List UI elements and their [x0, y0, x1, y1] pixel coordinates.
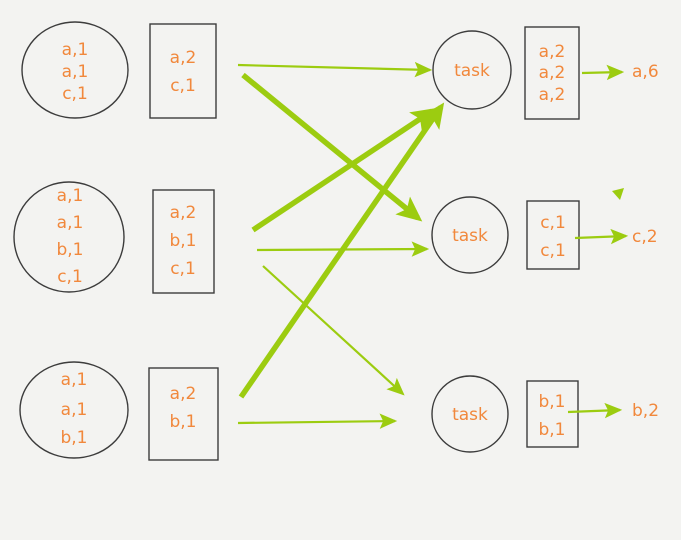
output-label-3: b,2	[632, 401, 659, 421]
combiner-box-3	[148, 367, 219, 461]
input-2-line-1: a,1	[57, 186, 84, 206]
input-circle-1	[21, 21, 129, 119]
reduce-1-line-1: a,2	[539, 42, 566, 62]
combiner-2-line-3: c,1	[170, 259, 196, 279]
output-label-2: c,2	[632, 227, 658, 247]
combiner-box-2	[152, 189, 215, 294]
input-circle-1-text: a,1 a,1 c,1	[62, 40, 89, 104]
input-2-line-2: a,1	[57, 213, 84, 233]
combiner-box-1	[149, 23, 217, 119]
task-label-3: task	[452, 405, 488, 425]
reduce-box-1-text: a,2 a,2 a,2	[539, 42, 566, 105]
task-circle-3	[431, 375, 509, 453]
combiner-1-line-1: a,2	[170, 48, 197, 68]
reduce-box-3-text: b,1 b,1	[538, 392, 565, 440]
combiner-1-line-2: c,1	[170, 76, 196, 96]
input-2-line-4: c,1	[57, 267, 83, 287]
task-label-2: task	[452, 226, 488, 246]
task-label-1: task	[454, 61, 490, 81]
input-3-line-2: a,1	[61, 400, 88, 420]
edge-combiner3-task3	[237, 413, 398, 429]
reduce-1-line-3: a,2	[539, 85, 566, 105]
edge-combiner3-task1	[238, 102, 445, 399]
output-edge-1	[581, 64, 625, 81]
combiner-3-line-2: b,1	[169, 412, 196, 432]
input-3-line-3: b,1	[60, 428, 87, 448]
reduce-2-line-2: c,1	[540, 241, 566, 261]
reduce-box-2-text: c,1 c,1	[540, 213, 566, 261]
input-2-line-3: b,1	[56, 240, 83, 260]
input-1-line-1: a,1	[62, 40, 89, 60]
reduce-box-2	[526, 200, 580, 270]
combiner-3-line-1: a,2	[170, 384, 197, 404]
input-1-line-2: a,1	[62, 62, 89, 82]
edge-combiner2-task3	[262, 265, 405, 396]
output-edge-2	[574, 228, 629, 245]
edge-combiner1-task1	[237, 61, 433, 78]
combiner-2-line-2: b,1	[169, 231, 196, 251]
input-3-line-1: a,1	[61, 370, 88, 390]
combiner-boxes	[148, 23, 219, 461]
stray-arrowhead-icon	[612, 188, 624, 200]
reduce-box-3	[526, 380, 579, 448]
combiner-2-line-1: a,2	[170, 203, 197, 223]
reduce-1-line-2: a,2	[539, 63, 566, 83]
input-circle-2	[13, 181, 125, 293]
output-edges	[567, 64, 629, 419]
shuffle-edges	[237, 61, 445, 429]
input-circle-3-text: a,1 a,1 b,1	[60, 370, 87, 448]
output-edge-3	[567, 402, 623, 419]
input-circle-3	[19, 361, 129, 459]
input-circles	[13, 21, 129, 459]
combiner-box-3-text: a,2 b,1	[169, 384, 196, 432]
task-nodes	[431, 30, 512, 453]
edge-combiner1-task2	[241, 72, 423, 222]
input-1-line-3: c,1	[62, 84, 88, 104]
reduce-boxes	[524, 26, 580, 448]
reduce-box-1	[524, 26, 580, 120]
edge-combiner2-task1	[251, 107, 437, 233]
input-circle-2-text: a,1 a,1 b,1 c,1	[56, 186, 83, 287]
combiner-box-2-text: a,2 b,1 c,1	[169, 203, 196, 279]
combiner-box-1-text: a,2 c,1	[170, 48, 197, 96]
reduce-3-line-1: b,1	[538, 392, 565, 412]
output-label-1: a,6	[632, 62, 659, 82]
reduce-3-line-2: b,1	[538, 420, 565, 440]
task-circle-2	[431, 196, 509, 274]
task-circle-1	[432, 30, 512, 110]
reduce-2-line-1: c,1	[540, 213, 566, 233]
